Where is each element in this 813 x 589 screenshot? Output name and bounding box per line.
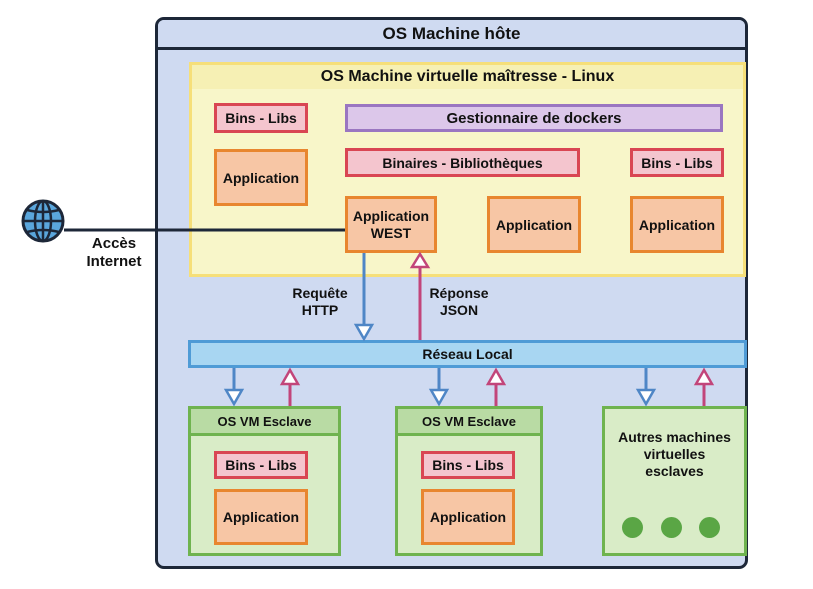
slave-vm-1-bins-libs: Bins - Libs	[214, 451, 308, 479]
master-application-right: Application	[630, 196, 724, 253]
other-slave-vms-label: Autres machines virtuelles esclaves	[605, 429, 744, 480]
others-up-arrow	[693, 367, 715, 406]
internet-access-line1: Accès	[91, 235, 137, 252]
other-slave-vms-line2: virtuelles	[643, 446, 706, 462]
slave-1-down-arrow	[223, 368, 245, 407]
docker-manager: Gestionnaire de dockers	[345, 104, 723, 132]
slave-2-up-arrow	[485, 367, 507, 406]
slave-vm-2-bins-libs: Bins - Libs	[421, 451, 515, 479]
application-west-line1: Application	[352, 207, 430, 224]
internet-access-line2: Internet	[86, 253, 142, 270]
response-arrow	[409, 251, 431, 340]
other-slave-vms-line1: Autres machines	[618, 429, 731, 445]
local-network-bar: Réseau Local	[188, 340, 747, 368]
request-line1: Requête	[292, 285, 348, 301]
master-vm-title: OS Machine virtuelle maîtresse - Linux	[192, 65, 743, 89]
slave-vm-2-title: OS VM Esclave	[398, 409, 540, 436]
other-slave-vms-line3: esclaves	[645, 463, 704, 479]
request-arrow	[353, 253, 375, 342]
application-west-line2: WEST	[370, 224, 412, 241]
response-line1: Réponse	[429, 285, 489, 301]
application-west: Application WEST	[345, 196, 437, 253]
request-http-label: Requête HTTP	[285, 285, 355, 319]
master-bins-libs-right: Bins - Libs	[630, 148, 724, 177]
slave-vm-1-title: OS VM Esclave	[191, 409, 338, 436]
ellipsis-dot-1	[622, 517, 643, 538]
ellipsis-dot-2	[661, 517, 682, 538]
request-line2: HTTP	[301, 302, 339, 318]
internet-access-label: Accès Internet	[78, 235, 150, 271]
response-json-label: Réponse JSON	[424, 285, 494, 319]
slave-2-down-arrow	[428, 368, 450, 407]
master-application-left: Application	[214, 149, 308, 206]
globe-icon	[21, 199, 65, 243]
others-down-arrow	[635, 368, 657, 407]
binaries-libraries: Binaires - Bibliothèques	[345, 148, 580, 177]
host-os-title: OS Machine hôte	[158, 20, 745, 50]
slave-vm-1-application: Application	[214, 489, 308, 545]
slave-vm-2-application: Application	[421, 489, 515, 545]
slave-1-up-arrow	[279, 367, 301, 406]
master-application-middle: Application	[487, 196, 581, 253]
master-bins-libs-left: Bins - Libs	[214, 103, 308, 133]
response-line2: JSON	[439, 302, 479, 318]
ellipsis-dot-3	[699, 517, 720, 538]
